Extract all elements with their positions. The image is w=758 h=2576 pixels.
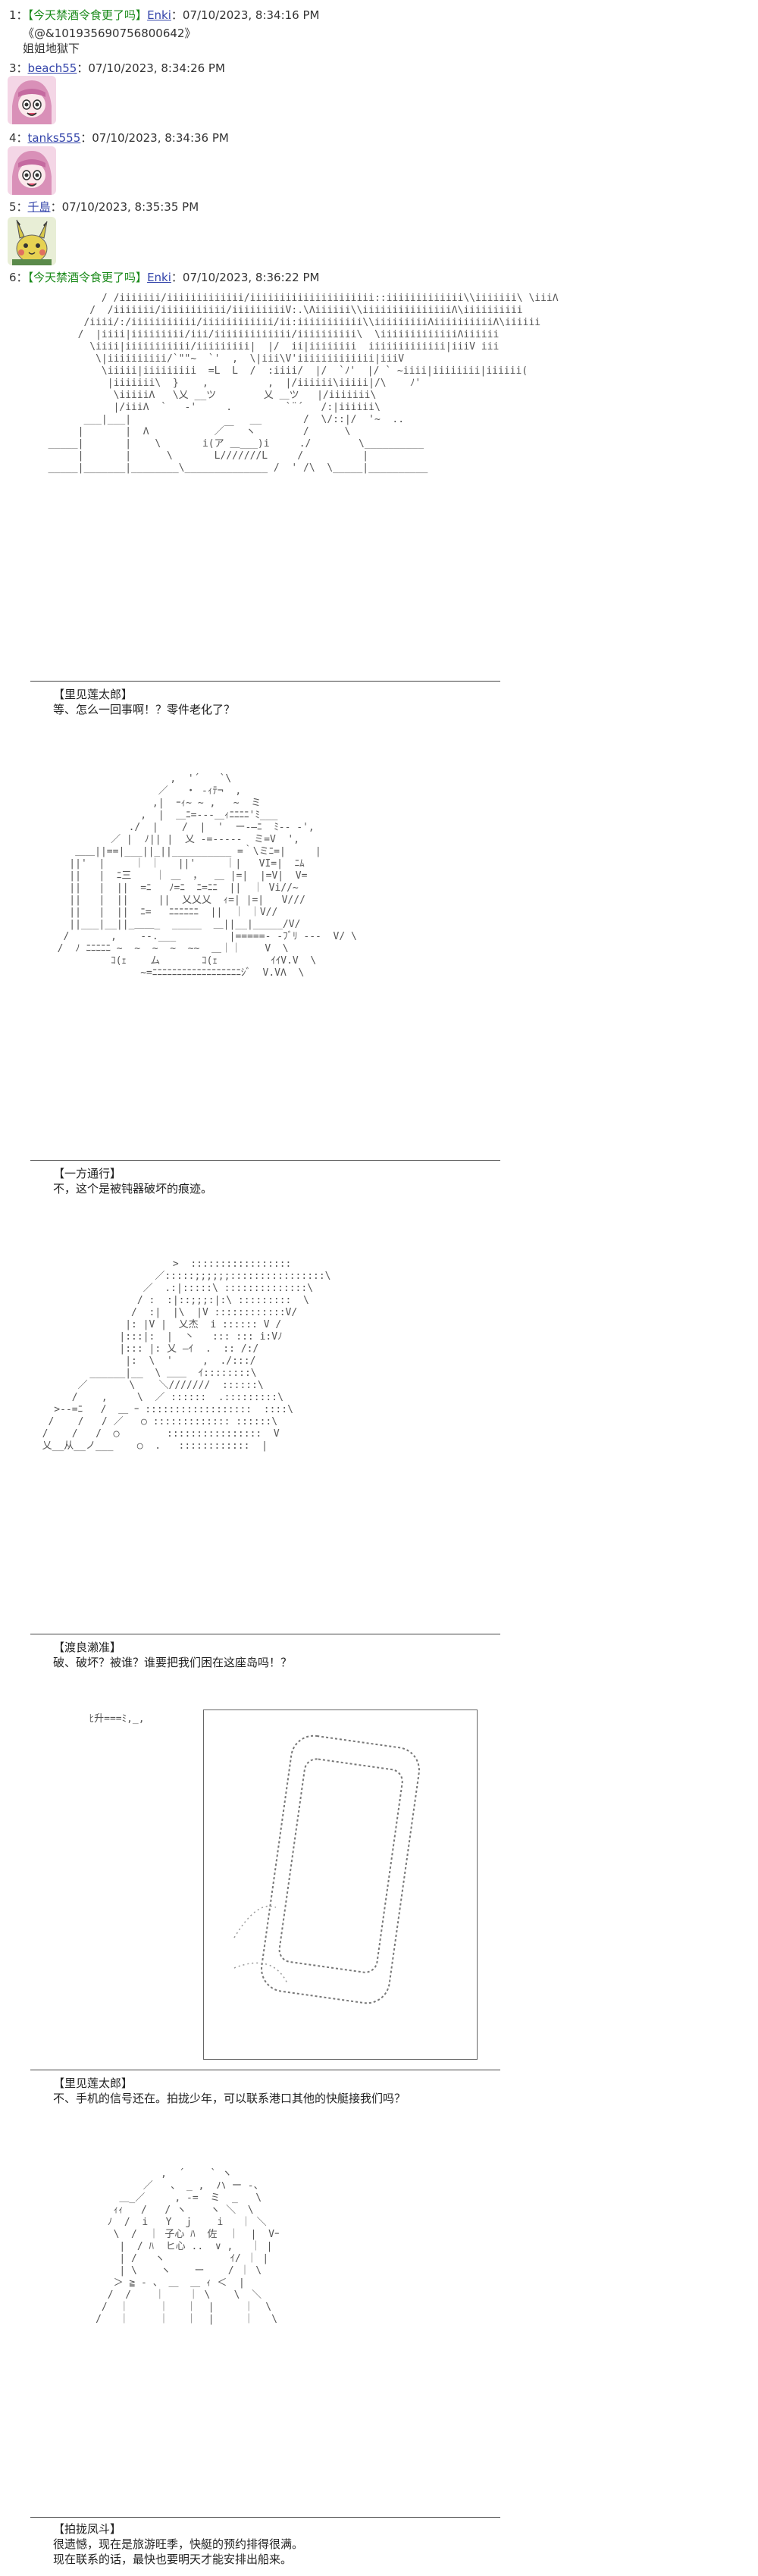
speaker-name: 【里见莲太郎】 — [53, 2076, 133, 2090]
pikachu-avatar-icon — [8, 217, 56, 265]
anime-girl-avatar-icon — [8, 76, 56, 124]
dialog-line: 不、手机的信号还在。拍拢少年，可以联系港口其他的快艇接我们吗？ — [53, 2092, 406, 2105]
post-date: ：07/10/2023, 8:35:35 PM — [50, 200, 199, 214]
ascii-art-scene: , '´￣￣`\ ／ ・ -ｨﾃ¬ , ,| ｰｨ~ ~ , ~ ミ , | ＿… — [57, 773, 357, 979]
speaker-name: 【渡良濑准】 — [53, 1641, 122, 1654]
divider — [30, 681, 500, 682]
post-quote: 《@&101935690756800642》 — [23, 27, 196, 40]
poster-name[interactable]: 【今天禁酒令食更了吗】 — [27, 8, 148, 22]
ascii-art-scene: > ::::::::::::::::: ／:::::;;;;;;::::::::… — [42, 1258, 331, 1452]
ascii-art-scene: / /iiiiiii/iiiiiiiiiiiii/iiiiiiiiiiiiiii… — [48, 293, 559, 474]
poster-user[interactable]: 千島 — [27, 200, 51, 214]
speaker-name: 【拍拢凤斗】 — [53, 2522, 122, 2536]
poster-user[interactable]: Enki — [147, 8, 171, 22]
post-number: 1： — [9, 8, 28, 22]
poster-user[interactable]: beach55 — [27, 61, 77, 75]
poster-name[interactable]: 【今天禁酒令食更了吗】 — [27, 271, 148, 284]
post-header: 5：千島：07/10/2023, 8:35:35 PM — [9, 199, 199, 215]
post-number: 5： — [9, 200, 28, 214]
speaker-name: 【里见莲太郎】 — [53, 688, 133, 701]
dialog-line: 很遗憾，现在是旅游旺季，快艇的预约排得很满。 — [53, 2537, 304, 2551]
post-body: 姐姐地獄下 — [23, 42, 80, 55]
ascii-art-scene: ﾋ升===ﾐ,_, — [42, 1713, 145, 1725]
post-number: 3： — [9, 61, 28, 75]
divider — [30, 1160, 500, 1161]
dialog-line: 等、怎么一回事啊！？零件老化了？ — [53, 703, 236, 716]
post-header: 1：【今天禁酒令食更了吗】Enki：07/10/2023, 8:34:16 PM — [9, 8, 319, 23]
anime-girl-avatar-icon — [8, 146, 56, 195]
post-date: ：07/10/2023, 8:34:16 PM — [171, 8, 320, 22]
post-date: ：07/10/2023, 8:34:26 PM — [77, 61, 225, 75]
phone-closeup-frame — [203, 1709, 478, 2060]
post-date: ：07/10/2023, 8:34:36 PM — [80, 131, 229, 145]
dialog-line: 不，这个是被钝器破坏的痕迹。 — [53, 1182, 213, 1196]
post-date: ：07/10/2023, 8:36:22 PM — [171, 271, 320, 284]
phone-sketch-icon — [233, 1735, 420, 2004]
post-header: 4：tanks555：07/10/2023, 8:34:36 PM — [9, 130, 229, 146]
dialog-line: 破、破坏？被谁？谁要把我们困在这座岛吗！？ — [53, 1656, 293, 1669]
post-number: 4： — [9, 131, 28, 145]
post-header: 3：beach55：07/10/2023, 8:34:26 PM — [9, 61, 225, 76]
speaker-name: 【一方通行】 — [53, 1167, 122, 1180]
divider — [30, 2517, 500, 2518]
post-header: 6：【今天禁酒令食更了吗】Enki：07/10/2023, 8:36:22 PM — [9, 270, 319, 285]
ascii-art-scene: , ´￣￣ ` ヽ ／ 、 _ , ハ ー -、 ＿_／ , -= ミ _ \ … — [96, 2168, 280, 2325]
post-number: 6： — [9, 271, 28, 284]
poster-user[interactable]: Enki — [147, 271, 171, 284]
dialog-line: 现在联系的话，最快也要明天才能安排出船来。 — [53, 2552, 293, 2566]
poster-user[interactable]: tanks555 — [27, 131, 81, 145]
